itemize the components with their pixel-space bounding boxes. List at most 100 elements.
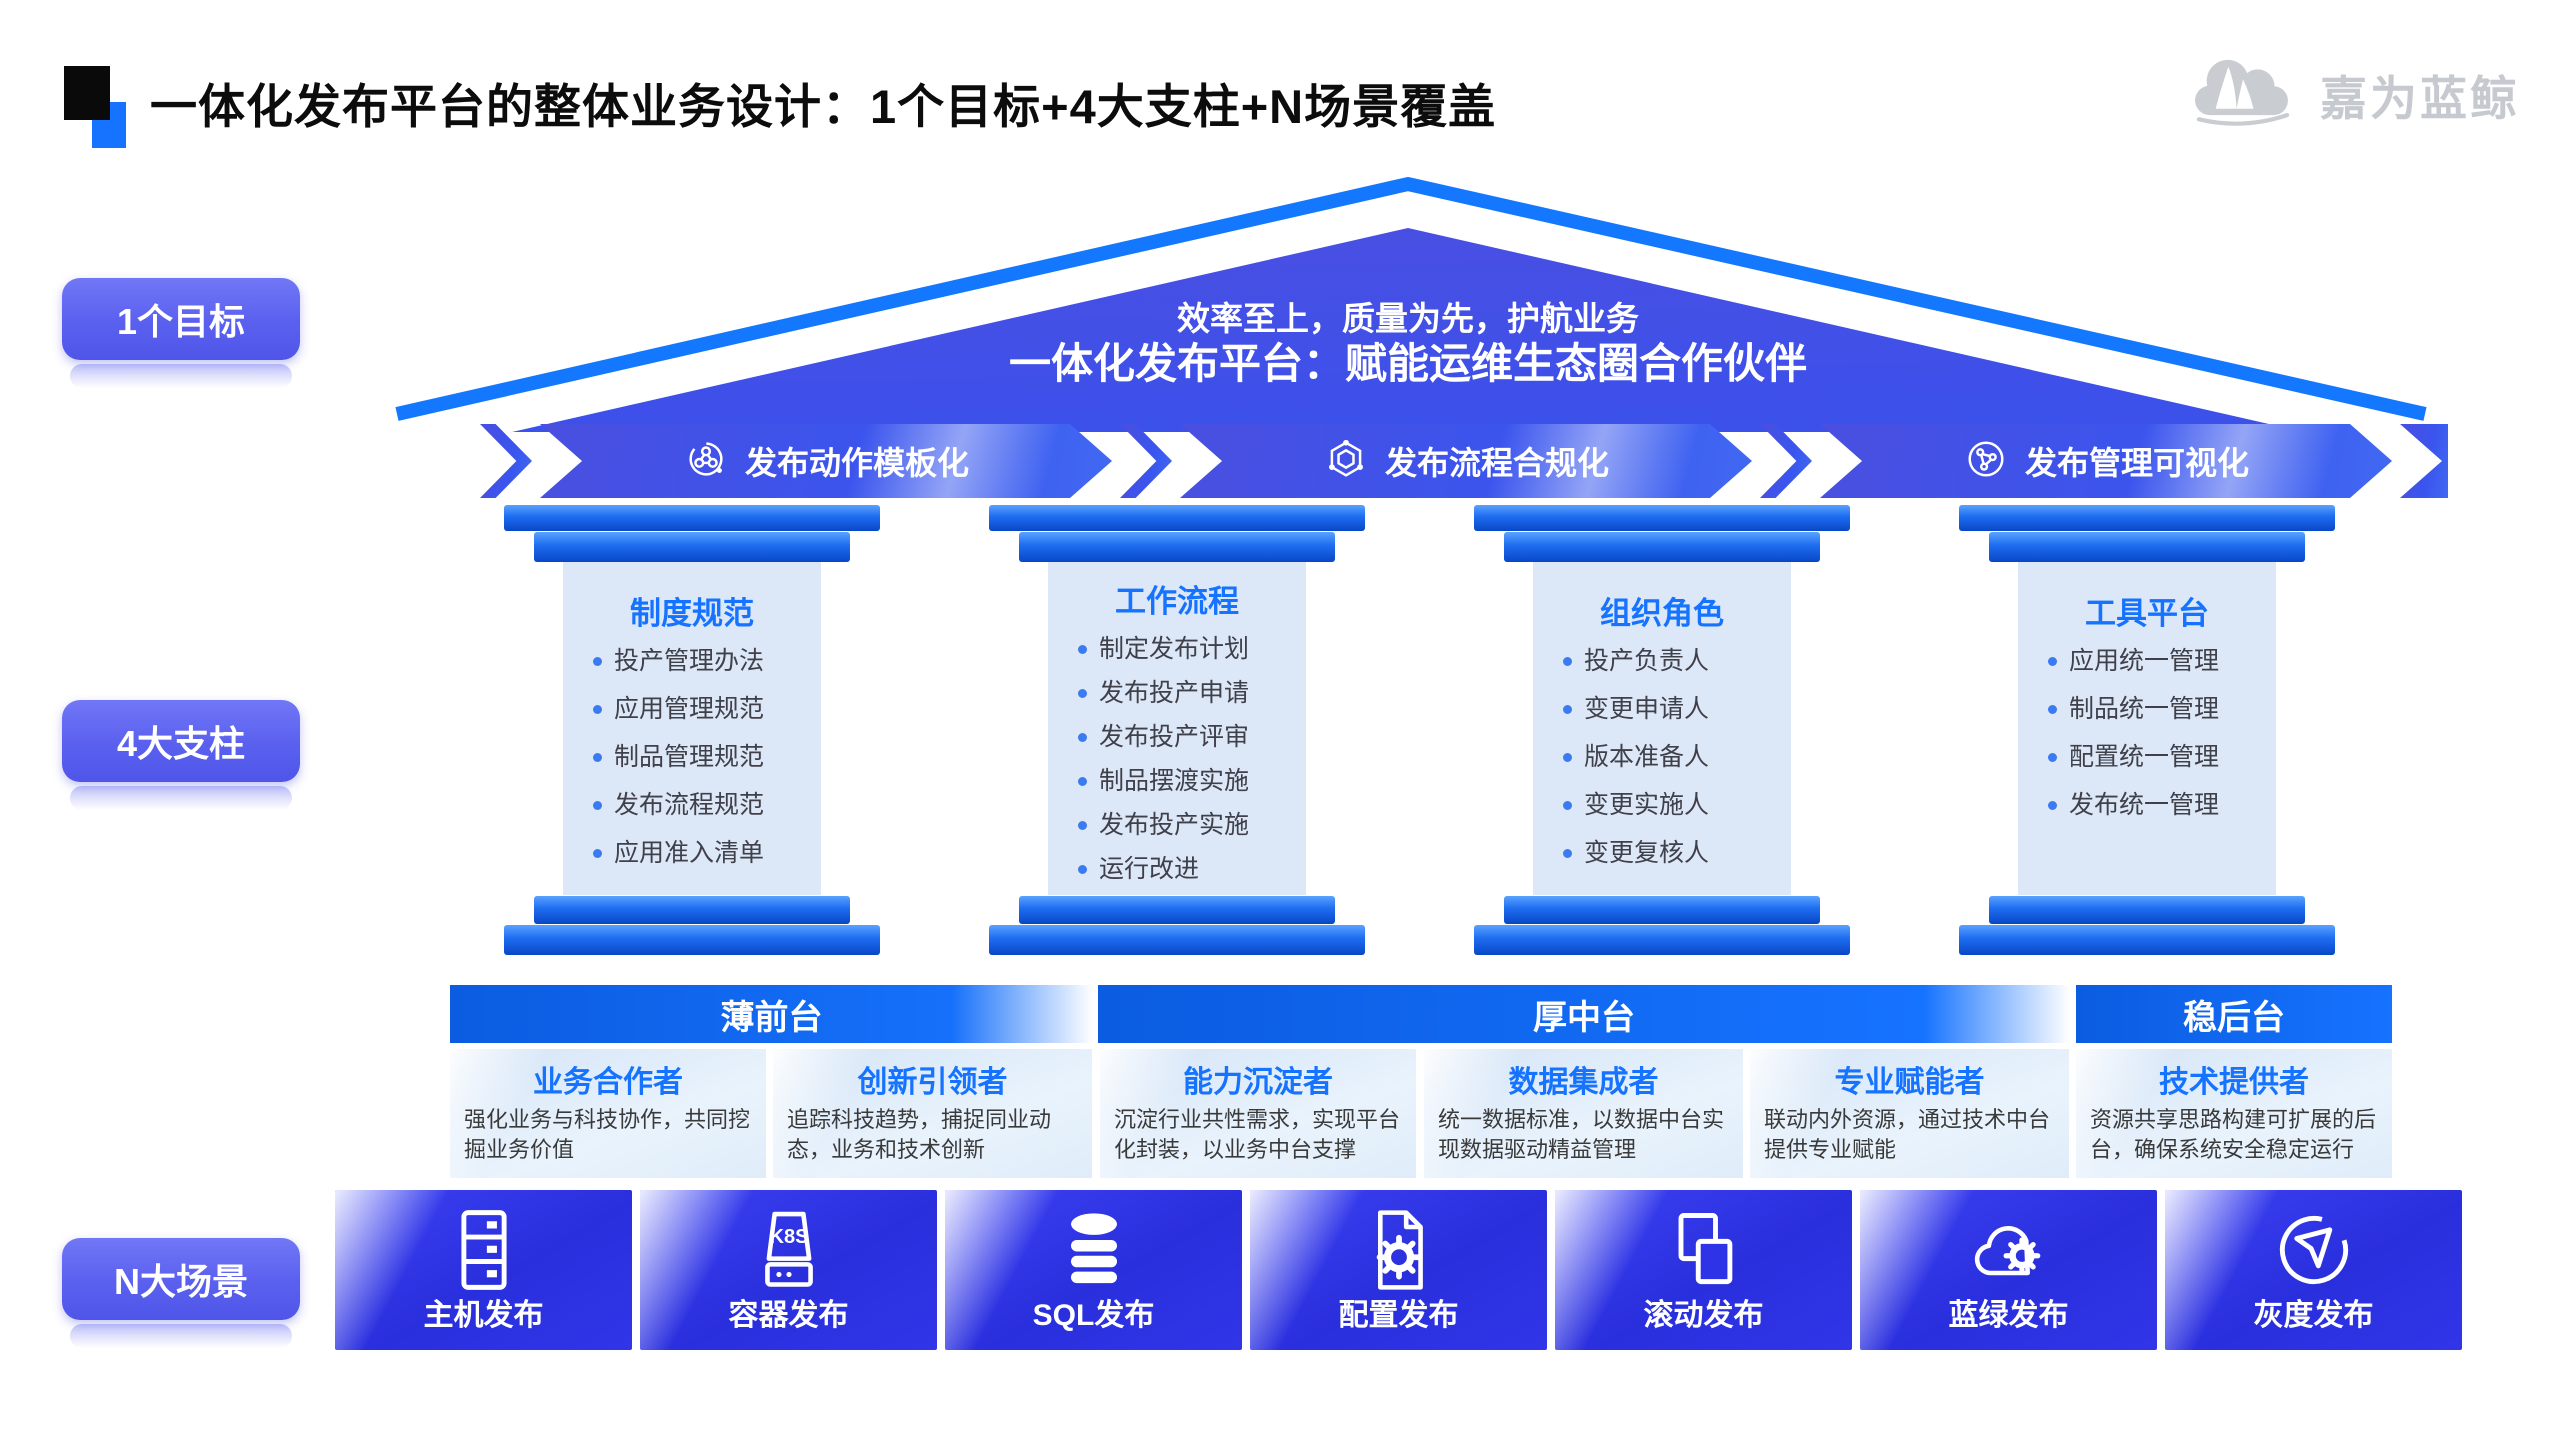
scenario-label: 主机发布: [423, 1299, 544, 1332]
scenario-tile-host-release: 主机发布: [335, 1190, 632, 1350]
role-title: 创新引领者: [857, 1066, 1008, 1099]
config-file-gear-icon: [1353, 1204, 1445, 1301]
bullet-dot-icon: [2048, 705, 2057, 714]
pillar-base: [504, 925, 880, 955]
pillar-item: 投产负责人: [1563, 645, 1791, 678]
goal-slogan-line2: 一体化发布平台：赋能运维生态圈合作伙伴: [1008, 340, 1807, 387]
banner-release-management-visualization: 发布管理可视化: [1820, 424, 2392, 498]
pillar-item-list: 投产负责人 变更申请人 版本准备人 变更实施人 变更复核人: [1533, 645, 1791, 870]
server-icon: [438, 1204, 530, 1301]
role-description: 联动内外资源，通过技术中台提供专业赋能: [1764, 1107, 2051, 1162]
bullet-dot-icon: [593, 753, 602, 762]
bullet-dot-icon: [593, 705, 602, 714]
pillar-capital: [989, 505, 1365, 531]
hexagon-network-icon: [1323, 436, 1369, 487]
role-box-professional-enabler: 专业赋能者 联动内外资源，通过技术中台提供专业赋能: [1750, 1049, 2069, 1178]
section-header-stable-backstage: 稳后台: [2076, 985, 2392, 1043]
pillar-item: 变更申请人: [1563, 693, 1791, 726]
scenario-label: 灰度发布: [2253, 1299, 2374, 1332]
bullet-dot-icon: [1563, 801, 1572, 810]
banner-release-action-templating: 发布动作模板化: [540, 424, 1112, 498]
bullet-dot-icon: [1078, 821, 1087, 830]
bullet-dot-icon: [1563, 753, 1572, 762]
pillar-base: [534, 896, 850, 924]
bullet-dot-icon: [2048, 753, 2057, 762]
scenario-tile-container-release: K8S 容器发布: [640, 1190, 937, 1350]
pillar-title: 工作流程: [1115, 584, 1239, 619]
pillar-item: 发布投产评审: [1078, 721, 1306, 754]
role-title: 技术提供者: [2159, 1066, 2309, 1099]
pillar-capital: [534, 532, 850, 562]
pillar-item: 发布统一管理: [2048, 789, 2276, 822]
bullet-dot-icon: [593, 657, 602, 666]
scenario-tile-sql-release: SQL发布: [945, 1190, 1242, 1350]
pillar-item: 配置统一管理: [2048, 741, 2276, 774]
pillar-item: 制定发布计划: [1078, 633, 1306, 666]
section-header-thin-frontstage: 薄前台: [450, 985, 1093, 1043]
side-label-four-pillars: 4大支柱: [62, 700, 300, 810]
pillar-body: 组织角色 投产负责人 变更申请人 版本准备人 变更实施人 变更复核人: [1533, 562, 1791, 895]
pillar-body: 工作流程 制定发布计划 发布投产申请 发布投产评审 制品摆渡实施 发布投产实施 …: [1048, 562, 1306, 895]
pillar-item: 发布投产申请: [1078, 677, 1306, 710]
role-box-data-integrator: 数据集成者 统一数据标准，以数据中台实现数据驱动精益管理: [1424, 1049, 1743, 1178]
pillar-item-list: 应用统一管理 制品统一管理 配置统一管理 发布统一管理: [2018, 645, 2276, 822]
cloud-whale-logo-icon: [2178, 50, 2308, 139]
svg-text:K8S: K8S: [769, 1226, 808, 1248]
pillar-base: [1474, 925, 1850, 955]
pillar-regulations: 制度规范 投产管理办法 应用管理规范 制品管理规范 发布流程规范 应用准入清单: [504, 505, 880, 955]
k8s-container-icon: K8S: [743, 1204, 835, 1301]
roof-shape: [395, 176, 2427, 432]
bullet-dot-icon: [1078, 689, 1087, 698]
pillar-item-list: 投产管理办法 应用管理规范 制品管理规范 发布流程规范 应用准入清单: [563, 645, 821, 870]
pillar-item: 发布流程规范: [593, 789, 821, 822]
page-title: 一体化发布平台的整体业务设计：1个目标+4大支柱+N场景覆盖: [150, 80, 1497, 133]
banner-separator-chevron-icon: [1760, 424, 1812, 498]
side-label-one-goal: 1个目标: [62, 278, 300, 388]
role-description: 强化业务与科技协作，共同挖掘业务价值: [464, 1107, 751, 1162]
pillar-item: 制品统一管理: [2048, 693, 2276, 726]
pillar-item: 制品摆渡实施: [1078, 765, 1306, 798]
pillar-item: 版本准备人: [1563, 741, 1791, 774]
role-title: 数据集成者: [1508, 1066, 1659, 1099]
banner-start-chevron-icon: [480, 424, 532, 498]
banner-label: 发布管理可视化: [2024, 445, 2249, 481]
pillar-item: 运行改进: [1078, 853, 1306, 886]
pillar-item-list: 制定发布计划 发布投产申请 发布投产评审 制品摆渡实施 发布投产实施 运行改进: [1048, 633, 1306, 886]
title-mark-black-square: [64, 66, 110, 120]
bullet-dot-icon: [1078, 645, 1087, 654]
role-description: 沉淀行业共性需求，实现平台化封装，以业务中台支撑: [1114, 1107, 1401, 1162]
pillar-workflow: 工作流程 制定发布计划 发布投产申请 发布投产评审 制品摆渡实施 发布投产实施 …: [989, 505, 1365, 955]
nav-arrow-icon: [2268, 1204, 2360, 1301]
role-box-business-partner: 业务合作者 强化业务与科技协作，共同挖掘业务价值: [450, 1049, 766, 1178]
brand-logo-text: 嘉为蓝鲸: [2320, 72, 2520, 125]
goal-slogan-line1: 效率至上，质量为先，护航业务: [1177, 300, 1639, 337]
pillar-item: 应用统一管理: [2048, 645, 2276, 678]
pillar-base: [1504, 896, 1820, 924]
pillar-item: 变更复核人: [1563, 837, 1791, 870]
bullet-dot-icon: [1078, 777, 1087, 786]
pillar-capital: [1019, 532, 1335, 562]
template-orbit-icon: [683, 436, 729, 487]
bullet-dot-icon: [1563, 849, 1572, 858]
pillar-capital: [504, 505, 880, 531]
banner-label: 发布流程合规化: [1384, 445, 1609, 481]
banner-end-cap: [2400, 424, 2448, 498]
bullet-dot-icon: [1078, 865, 1087, 874]
pillar-organization-roles: 组织角色 投产负责人 变更申请人 版本准备人 变更实施人 变更复核人: [1474, 505, 1850, 955]
pillar-base: [1989, 896, 2305, 924]
pillar-item: 应用管理规范: [593, 693, 821, 726]
side-label-n-scenarios: N大场景: [62, 1238, 300, 1348]
scenario-label: 配置发布: [1338, 1299, 1459, 1332]
bullet-dot-icon: [1078, 733, 1087, 742]
pillar-title: 组织角色: [1600, 596, 1724, 631]
bullet-dot-icon: [1563, 657, 1572, 666]
scenario-label: 滚动发布: [1643, 1299, 1764, 1332]
pillar-base: [1019, 896, 1335, 924]
role-title: 能力沉淀者: [1183, 1066, 1333, 1099]
pillar-item: 发布投产实施: [1078, 809, 1306, 842]
role-title: 业务合作者: [533, 1066, 683, 1099]
pillar-body: 制度规范 投产管理办法 应用管理规范 制品管理规范 发布流程规范 应用准入清单: [563, 562, 821, 895]
role-title: 专业赋能者: [1834, 1066, 1985, 1099]
pillar-capital: [1504, 532, 1820, 562]
pillar-tool-platform: 工具平台 应用统一管理 制品统一管理 配置统一管理 发布统一管理: [1959, 505, 2335, 955]
